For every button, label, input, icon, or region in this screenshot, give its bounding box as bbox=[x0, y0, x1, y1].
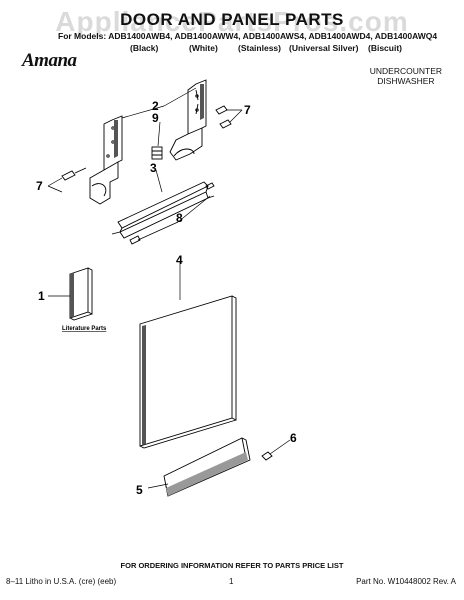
toe-panel-screw bbox=[261, 451, 273, 461]
callout-2: 2 bbox=[152, 99, 159, 113]
left-door-bracket bbox=[89, 115, 123, 205]
litho-info: 8–11 Litho in U.S.A. (cre) (eeb) bbox=[6, 577, 117, 586]
screw-right-upper bbox=[215, 105, 228, 115]
literature-parts-label: Literature Parts bbox=[62, 326, 107, 332]
screw-rail-right bbox=[205, 182, 215, 190]
callout-6: 6 bbox=[290, 431, 297, 445]
product-type-line-1: UNDERCOUNTER bbox=[369, 66, 442, 76]
color-white: (White) bbox=[189, 43, 218, 53]
product-type: UNDERCOUNTER DISHWASHER bbox=[370, 66, 442, 86]
callout-9: 9 bbox=[152, 111, 159, 125]
page-number: 1 bbox=[229, 577, 234, 586]
color-black: (Black) bbox=[130, 43, 159, 53]
callout-8: 8 bbox=[176, 211, 183, 225]
callout-5: 5 bbox=[136, 483, 143, 497]
door-spring-clip bbox=[151, 146, 163, 160]
callout-leaders bbox=[47, 87, 291, 489]
callout-7-right: 7 bbox=[244, 103, 251, 117]
watermark: AppliancePartsPros.com bbox=[55, 6, 409, 37]
color-biscuit: (Biscuit) bbox=[368, 43, 402, 53]
product-type-line-2: DISHWASHER bbox=[377, 76, 435, 86]
door-panel bbox=[139, 295, 237, 449]
screw-right-lower bbox=[219, 119, 232, 129]
screw-left bbox=[61, 167, 87, 181]
part-number: Part No. W10448002 Rev. A bbox=[356, 577, 456, 586]
ordering-note: FOR ORDERING INFORMATION REFER TO PARTS … bbox=[120, 561, 344, 570]
callout-3: 3 bbox=[150, 161, 157, 175]
callout-4: 4 bbox=[176, 253, 183, 267]
color-universal-silver: (Universal Silver) bbox=[289, 43, 359, 53]
door-rail bbox=[111, 181, 215, 239]
page-title: DOOR AND PANEL PARTS bbox=[120, 10, 344, 29]
model-list: For Models: ADB1400AWB4, ADB1400AWW4, AD… bbox=[58, 31, 438, 41]
callout-1: 1 bbox=[38, 289, 45, 303]
right-door-bracket bbox=[169, 79, 207, 161]
color-stainless: (Stainless) bbox=[238, 43, 281, 53]
screw-rail-left bbox=[129, 235, 141, 245]
callout-7-left: 7 bbox=[36, 179, 43, 193]
brand-logo: Amana bbox=[22, 50, 77, 71]
